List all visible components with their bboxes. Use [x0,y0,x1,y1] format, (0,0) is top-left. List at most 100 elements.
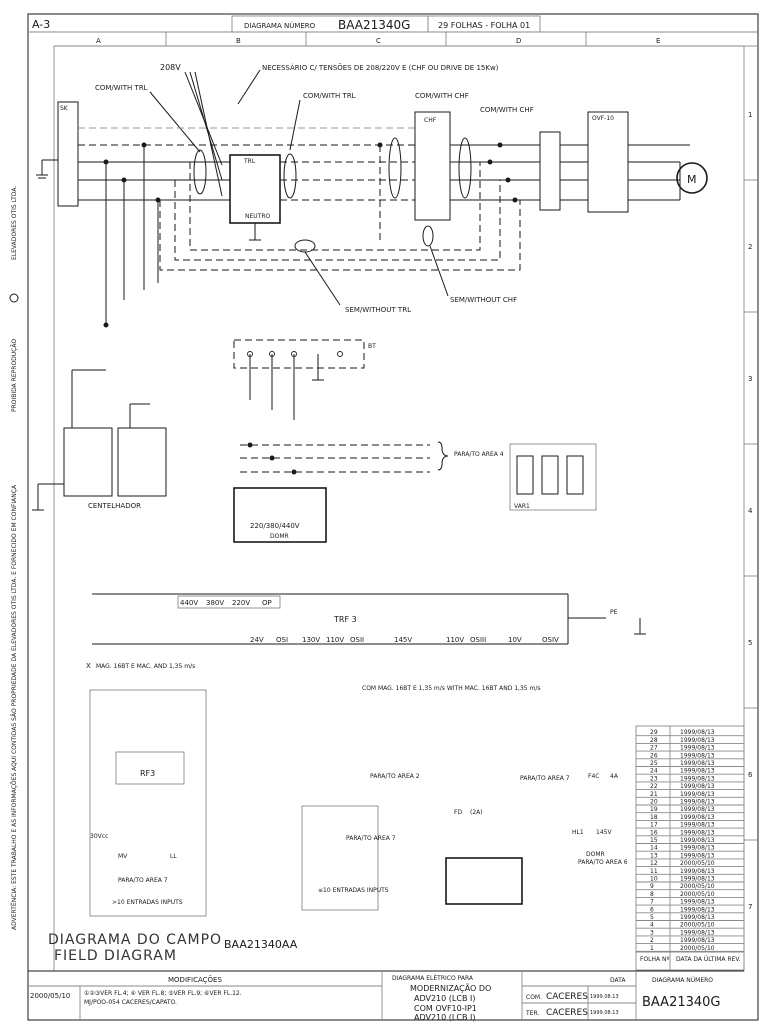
label-208v: 208V [160,63,181,72]
para-area2: PARA/TO AREA 2 [370,773,420,780]
rev-date-12: 2000/05/10 [680,860,715,867]
trf3-label: TRF 3 [333,615,357,624]
row-5: 5 [748,639,752,647]
column-a: A [96,37,101,45]
column-c: C [376,37,381,45]
rev-sheet-7: 7 [650,899,654,906]
bt-section: BT CENTELHADOR PARA/TO AREA 4 [32,339,597,511]
trf-out-osiv: OSIV [542,636,559,644]
centelhador-right [117,427,167,497]
rev-date-18: 1999/08/13 [680,814,715,821]
sk-block [57,101,79,207]
mod-text-1: ①②③VER FL.4; ④ VER FL.8; ⑤VER FL.9; ⑥VER… [84,990,242,997]
ovf10-label: OVF-10 [592,115,614,122]
label-sem-chf: SEM/WITHOUT CHF [450,296,517,304]
header: A-3 DIAGRAMA NÚMERO BAA21340G 29 FOLHAS … [32,15,541,33]
centelhador-left [63,427,113,497]
label-com-chf-b: COM/WITH CHF [480,106,534,114]
rev-date-16: 1999/08/13 [680,829,715,836]
rev-sheet-5: 5 [650,914,654,921]
v30-label: 30Vcc [90,833,108,840]
trl-label: TRL [243,158,256,165]
rev-sheet-11: 11 [650,868,658,875]
neutro-label: NEUTRO [245,213,271,220]
rev-sheet-1: 1 [650,945,654,952]
rev-date-7: 1999/08/13 [680,899,715,906]
field-title: DIAGRAMA DO CAMPO FIELD DIAGRAM BAA21340… [48,932,298,964]
para-area7-b: PARA/TO AREA 7 [346,835,396,842]
com-name: CACERES [546,992,588,1002]
rev-date-25: 1999/08/13 [680,760,715,767]
trf-out-110v-b: 110V [446,636,464,644]
diagram-number: BAA21340G [338,18,410,32]
rev-date-6: 1999/08/13 [680,906,715,913]
rev-hdr-folha: FOLHA Nº [640,956,670,963]
rev-sheet-27: 27 [650,745,658,752]
field-title-pt: DIAGRAMA DO CAMPO [48,932,222,948]
rf3-block [115,751,185,785]
fd-label: FD [454,809,462,816]
rf3-section: RF3 30Vcc MV LL PARA/TO AREA 7 >10 ENTRA… [89,689,207,917]
field-title-en: FIELD DIAGRAM [54,948,177,964]
side-notes: ELEVADORES OTIS LTDA. PROIBIDA REPRODUÇÃ… [9,186,19,930]
domr2-label: DOMR [586,851,605,858]
trf-tap-op: OP [262,599,272,607]
rev-date-5: 1999/08/13 [680,914,715,921]
rev-sheet-29: 29 [650,729,658,736]
ovf10-terminal-box [445,857,523,905]
column-e: E [656,37,660,45]
rev-sheet-25: 25 [650,760,658,767]
sheet-info: 29 FOLHAS - FOLHA 01 [438,21,530,30]
trf-out-osii: OSII [350,636,364,644]
rev-date-19: 1999/08/13 [680,806,715,813]
bt-label: BT [368,343,376,350]
modificacoes-label: MODIFICAÇÕES [168,975,222,984]
rev-sheet-20: 20 [650,799,658,806]
desc-1: MODERNIZAÇÃO DO [410,983,491,993]
var1-block [509,443,597,511]
rev-sheet-16: 16 [650,829,658,836]
rf3-label: RF3 [140,769,155,778]
desc-4: ADV210 (LCB I) [414,1013,475,1022]
mod-text-2: MJ/POO-054 CACERES/CAPATO. [84,999,177,1006]
label-para-area4: PARA/TO AREA 4 [454,451,504,458]
osi-section: PARA/TO AREA 7 ≤10 ENTRADAS INPUTS [301,805,396,911]
rev-date-8: 2000/05/10 [680,891,715,898]
power-input: 208V NECESSÁRIO C/ TENSÕES DE 208/220V E… [36,63,708,328]
label-necessario: NECESSÁRIO C/ TENSÕES DE 208/220V E (CHF… [262,63,499,72]
rev-sheet-28: 28 [650,737,658,744]
desc-3: COM OVF10-IP1 [414,1004,477,1013]
rev-sheet-17: 17 [650,822,658,829]
reproduction-note: PROIBIDA REPRODUÇÃO [11,339,18,412]
rev-sheet-21: 21 [650,791,658,798]
sk-label: SK [60,105,69,112]
rev-sheet-10: 10 [650,876,658,883]
domr-block [233,487,327,543]
column-d: D [516,37,521,45]
pe-label: PE [610,609,618,616]
com-mag-note: COM MAG. 16BT E 1,35 m/s WITH MAC. 16BT … [362,685,541,692]
rev-date-4: 2000/05/10 [680,922,715,929]
mv-label: MV [118,853,128,860]
rev-date-1: 2000/05/10 [680,945,715,952]
rev-sheet-2: 2 [650,937,654,944]
trf3-section: 440V 380V 220V OP TRF 3 24V OSI 130V 110… [92,593,646,645]
chf-block [414,111,451,221]
trf-out-145v: 145V [394,636,412,644]
rev-date-26: 1999/08/13 [680,752,715,759]
trf-tap-380: 380V [206,599,224,607]
column-b: B [236,37,241,45]
rev-date-9: 2000/05/10 [680,883,715,890]
column-markers: A B C D E [96,32,660,46]
trf-out-130v: 130V [302,636,320,644]
f4c-label: F4C [588,773,599,780]
ter-label: TER. [525,1010,539,1017]
para-area7-c: PARA/TO AREA 7 [520,775,570,782]
para-area7-a: PARA/TO AREA 7 [118,877,168,884]
var1-label: VAR1 [514,503,530,510]
label-com-trl-b: COM/WITH TRL [303,92,356,100]
motor-label: M [687,173,697,186]
ovf10-block [587,111,629,213]
row-6: 6 [748,771,753,779]
